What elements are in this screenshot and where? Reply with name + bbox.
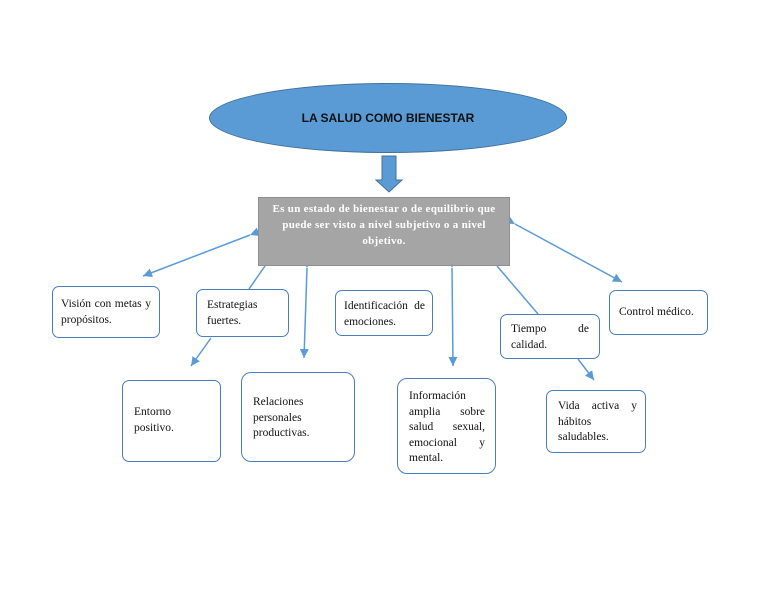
definition-box: Es un estado de bienestar o de equilibri… [258,197,510,266]
node-relaciones-text: Relaciones personales productivas. [253,396,310,439]
node-tiempo-text: Tiempo de calidad. [511,323,589,351]
node-informacion-text: Información amplia sobre salud sexual, e… [409,390,485,464]
node-tiempo: Tiempo de calidad. [500,314,600,359]
connector-relaciones [299,258,312,359]
connector-informacion [447,258,458,367]
node-control: Control médico. [609,290,708,335]
node-entorno: Entorno positivo. [122,380,221,462]
node-estrategias-text: Estrategias fuertes. [207,299,258,327]
node-vida-text: Vida activa y hábitos saludables. [558,400,637,443]
connector-estrategias [248,265,266,290]
node-identificacion-text: Identificación de emociones. [344,300,425,328]
connector-vida [577,358,595,381]
definition-text: Es un estado de bienestar o de equilibri… [272,203,496,247]
title-ellipse: LA SALUD COMO BIENESTAR [209,83,567,153]
map-title: LA SALUD COMO BIENESTAR [301,111,475,125]
connector-vision [142,227,261,277]
node-entorno-text: Entorno positivo. [134,406,174,434]
node-relaciones: Relaciones personales productivas. [241,372,355,462]
node-identificacion: Identificación de emociones. [335,290,433,336]
connector-control [504,215,623,283]
node-vision-text: Visión con metas y propósitos. [61,298,151,326]
connector-tiempo [496,265,539,315]
node-control-text: Control médico. [619,306,694,318]
main-down-arrow [374,155,404,193]
node-vida: Vida activa y hábitos saludables. [546,390,646,453]
node-vision: Visión con metas y propósitos. [52,286,160,338]
connector-entorno [190,337,212,367]
node-informacion: Información amplia sobre salud sexual, e… [397,378,496,474]
node-estrategias: Estrategias fuertes. [196,289,289,337]
